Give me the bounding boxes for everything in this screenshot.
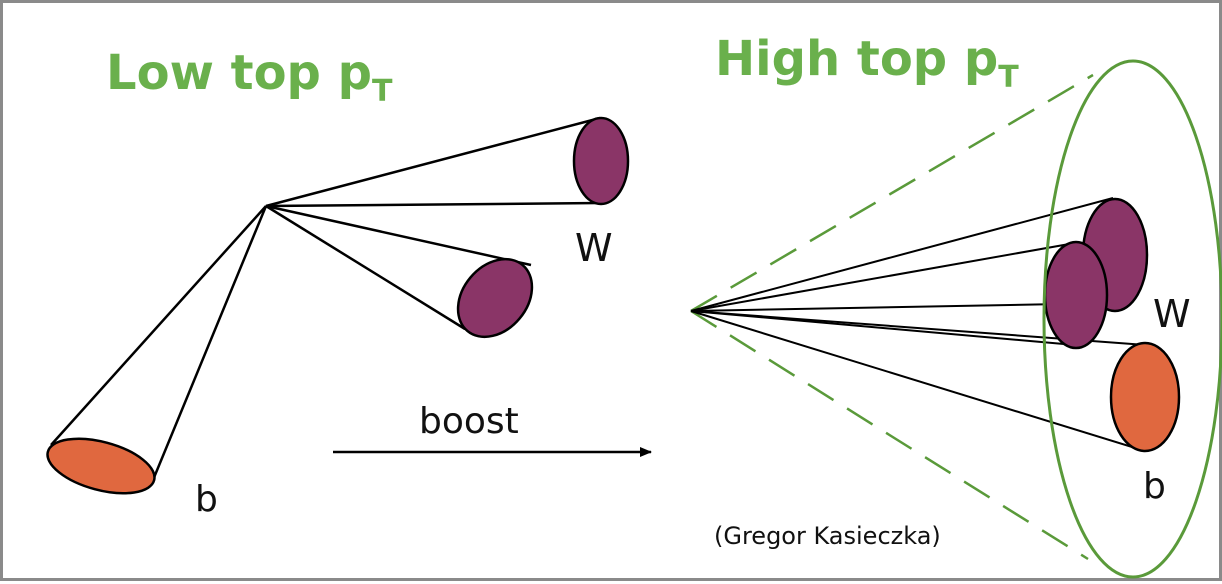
top-boost-diagram: Low top pT W b boost High top pT xyxy=(46,31,1222,579)
b-jet-cone-edge xyxy=(690,310,1146,452)
fat-jet-ellipse xyxy=(1042,59,1222,579)
fat-jet-cone-edge xyxy=(690,73,1094,313)
b-label-high: b xyxy=(1143,466,1166,507)
b-jet-cone-edge xyxy=(50,205,267,446)
b-jet-cone-edge xyxy=(151,205,268,481)
w-jet-2-cone-edge xyxy=(265,204,466,331)
w-jet-1-cone-edge xyxy=(265,201,601,208)
w-label-high: W xyxy=(1153,292,1191,336)
high-pt-title: High top pT xyxy=(715,31,1019,95)
b-jet-ellipse-high xyxy=(1109,341,1181,453)
w-jet-cone-edge xyxy=(690,242,1076,312)
high-pt-decay xyxy=(690,59,1222,579)
fat-jet-cone-edge xyxy=(690,309,1089,561)
b-jet-ellipse xyxy=(46,437,156,495)
b-label-low: b xyxy=(195,479,218,520)
w-jet-2-cone-edge xyxy=(265,204,532,267)
credit-text: (Gregor Kasieczka) xyxy=(714,522,941,550)
w-label-low: W xyxy=(575,226,613,270)
w-jet-cone-edge xyxy=(690,197,1114,312)
w-jet-1-ellipse xyxy=(572,116,630,206)
w-jet-2-ellipse xyxy=(456,257,534,339)
boost-label: boost xyxy=(419,401,519,442)
w-jet-1-cone-edge xyxy=(265,116,601,208)
low-pt-decay xyxy=(46,116,630,495)
low-pt-title: Low top pT xyxy=(106,45,393,109)
w-jet-front-ellipse xyxy=(1043,240,1109,350)
